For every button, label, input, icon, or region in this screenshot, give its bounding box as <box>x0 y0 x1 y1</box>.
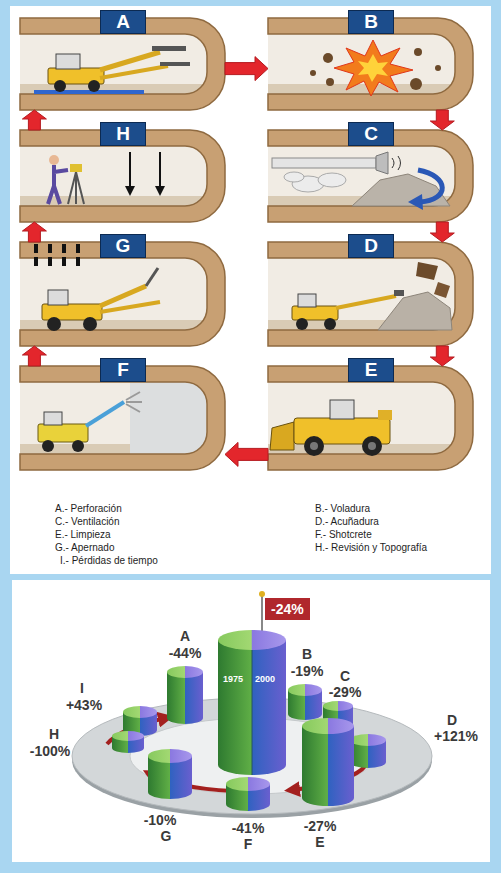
legend-line: C.- Ventilación <box>55 516 119 528</box>
change-value: -27% <box>304 818 337 834</box>
stage-letter: C <box>340 668 350 684</box>
stage-letter: E <box>348 358 394 382</box>
stage-letter: F <box>100 358 146 382</box>
stage-letter: G <box>100 234 146 258</box>
stage-letter: D <box>348 234 394 258</box>
stage-letter: H <box>100 122 146 146</box>
flow-arrow <box>430 346 454 366</box>
legend-line: A.- Perforación <box>55 503 122 515</box>
top-panel <box>10 6 491 574</box>
legend-line: I.- Pérdidas de tiempo <box>60 555 158 567</box>
stage-letter: D <box>447 712 457 728</box>
stage-letter: H <box>49 726 59 742</box>
flow-arrow <box>22 222 46 242</box>
change-value: -29% <box>329 684 362 700</box>
cylinder-shape <box>218 630 286 775</box>
tunnel-stage: B <box>268 18 473 110</box>
change-value: -44% <box>169 645 202 661</box>
bottom-panel <box>12 580 490 862</box>
flow-arrow <box>430 110 454 130</box>
stage-letter: F <box>244 836 253 852</box>
tunnel-stage: A <box>20 18 225 110</box>
legend-line: E.- Limpieza <box>55 529 111 541</box>
flag-value: -24% <box>271 601 304 617</box>
flow-arrow <box>225 57 268 81</box>
year-label: 2000 <box>255 674 275 685</box>
year-label: 1975 <box>223 674 243 685</box>
legend-line: B.- Voladura <box>315 503 370 515</box>
result-flag: -24% <box>265 598 310 620</box>
stage-letter: A <box>180 628 190 644</box>
tunnel-stage: G <box>20 242 225 346</box>
stage-letter: A <box>100 10 146 34</box>
tunnel-stage: F <box>20 366 225 470</box>
change-value: -100% <box>30 743 70 759</box>
flow-arrow <box>225 442 268 466</box>
stage-letter: B <box>302 646 312 662</box>
stage-letter: E <box>315 834 324 850</box>
ring-chart <box>72 591 432 818</box>
change-value: +43% <box>66 697 102 713</box>
tunnel-stage: C <box>268 130 473 222</box>
total-cylinder: 1975 2000 <box>218 630 286 775</box>
flow-arrow <box>22 346 46 366</box>
flow-arrow <box>430 222 454 242</box>
tunnel-stage: E <box>268 366 473 470</box>
flow-arrow <box>22 110 46 130</box>
change-value: +121% <box>434 728 478 744</box>
change-value: -10% <box>144 812 177 828</box>
stage-letter: I <box>80 680 84 696</box>
stage-letter: B <box>348 10 394 34</box>
stage-letter: G <box>161 828 172 844</box>
legend-line: D.- Acuñadura <box>315 516 379 528</box>
stage-letter: C <box>348 122 394 146</box>
legend-line: F.- Shotcrete <box>315 529 372 541</box>
change-value: -19% <box>291 663 324 679</box>
legend-line: G.- Apernado <box>55 542 114 554</box>
tunnel-stage: H <box>20 130 225 222</box>
legend-line: H.- Revisión y Topografía <box>315 542 427 554</box>
change-value: -41% <box>232 820 265 836</box>
tunnel-stage: D <box>268 242 473 346</box>
